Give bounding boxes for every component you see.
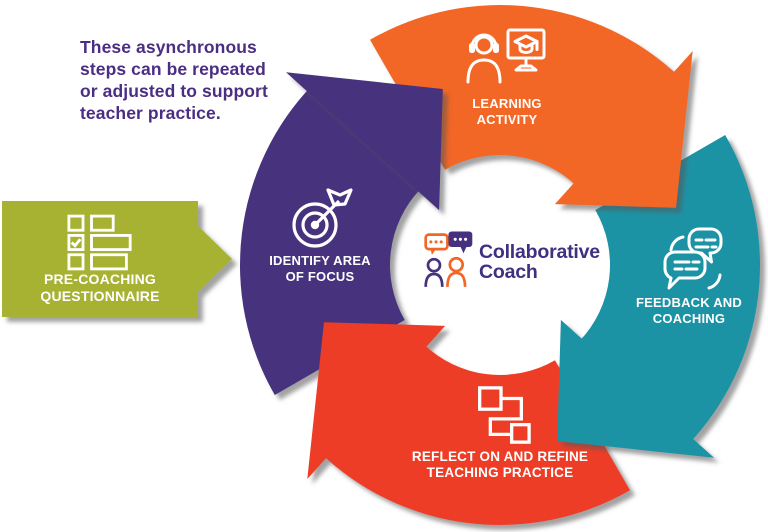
note-line: teacher practice.	[80, 103, 221, 123]
note-line: steps can be repeated	[80, 59, 266, 79]
label-line: OF FOCUS	[285, 269, 355, 284]
chat-bubbles-icon	[663, 227, 723, 290]
logo-name-line: Collaborative	[479, 241, 600, 263]
logo-left-person	[424, 257, 444, 287]
connected-squares-icon	[478, 386, 531, 444]
note-line: These asynchronous	[80, 37, 257, 57]
logo-left-bubble	[424, 233, 449, 255]
cycle-arrow-learning-body	[370, 4, 681, 186]
cycle-arrow-reflect-head	[307, 322, 446, 479]
label-line: TEACHING PRACTICE	[426, 465, 574, 480]
cycle-arrow-reflect-body	[319, 344, 630, 526]
cycle-arrow-feedback-head	[557, 319, 714, 458]
logo-right-person	[446, 256, 467, 287]
label-identify-area-of-focus: IDENTIFY AREA OF FOCUS	[269, 253, 371, 285]
checklist-icon	[67, 214, 132, 271]
label-line: IDENTIFY AREA	[269, 253, 371, 268]
collaborative-coach-logo-icon	[424, 231, 473, 287]
online-learning-icon	[466, 28, 546, 84]
target-dart-icon	[292, 188, 353, 248]
pre-coaching-arrow	[2, 201, 232, 317]
label-line: LEARNING	[472, 96, 542, 111]
cycle-arrow-reflect	[307, 322, 630, 526]
label-line: PRE-COACHING	[43, 271, 157, 287]
logo-name-line: Coach	[479, 261, 538, 283]
note-line: or adjusted to support	[80, 81, 268, 101]
logo-right-bubble	[448, 231, 473, 254]
label-line: ACTIVITY	[476, 112, 538, 127]
cycle-arrow-feedback-body	[579, 135, 761, 446]
label-line: FEEDBACK AND	[636, 295, 742, 310]
cycle-arrow-learning-head	[554, 51, 693, 208]
label-feedback-and-coaching: FEEDBACK AND COACHING	[636, 295, 742, 327]
note-text: These asynchronous steps can be repeated…	[80, 36, 268, 124]
label-line: COACHING	[652, 311, 726, 326]
label-reflect-and-refine: REFLECT ON AND REFINE TEACHING PRACTICE	[412, 449, 588, 481]
cycle-arrow-learning	[370, 4, 693, 208]
label-line: REFLECT ON AND REFINE	[411, 449, 589, 464]
label-line: QUESTIONNAIRE	[40, 288, 160, 304]
label-pre-coaching-questionnaire: PRE-COACHING QUESTIONNAIRE	[40, 271, 159, 305]
cycle-arrow-identify-head	[286, 72, 443, 211]
label-learning-activity: LEARNING ACTIVITY	[472, 96, 542, 128]
collaborative-coach-logo-text: Collaborative Coach	[479, 242, 600, 282]
cycle-arrow-feedback	[557, 135, 761, 458]
